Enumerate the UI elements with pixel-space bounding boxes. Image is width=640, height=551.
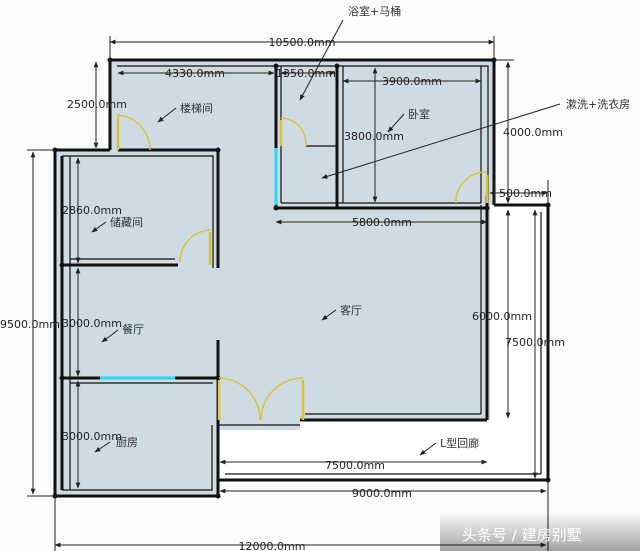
windows xyxy=(100,148,278,380)
room-label-bedroom: 卧室 xyxy=(408,107,430,121)
leader-dining xyxy=(101,329,119,343)
room-label-kitchen: 厨房 xyxy=(116,436,138,449)
room-label-laundry: 漱洗+洗衣房 xyxy=(566,97,630,111)
joint xyxy=(334,63,340,69)
leader-bath xyxy=(299,19,344,101)
inner-wall-line xyxy=(62,155,214,268)
watermark-text: 头条号 / 建房别墅 xyxy=(462,526,582,544)
corridor-floor xyxy=(218,205,548,480)
room-label-corridor: L型回廊 xyxy=(440,436,479,450)
leader-kitchen xyxy=(94,441,111,453)
leader-lines xyxy=(91,19,561,456)
leader-bedroom xyxy=(387,113,405,133)
joint xyxy=(273,63,279,69)
dim-top-overall: 10500.0mm xyxy=(269,36,336,49)
dim-left-stair: 2500.0mm xyxy=(67,98,127,111)
wall-joints xyxy=(52,57,551,499)
dim-left-kitchen: 3000.0mm xyxy=(62,430,122,443)
dim-left-dining: 3000.0mm xyxy=(62,317,122,330)
dim-top-bath: 1350.0mm xyxy=(276,67,336,80)
joint xyxy=(59,375,65,381)
leader-storage xyxy=(91,221,107,233)
door-laundry xyxy=(455,171,488,204)
dim-bedroom-row: 5800.0mm xyxy=(352,216,412,229)
floor-area xyxy=(55,60,548,496)
room-label-storage: 储藏间 xyxy=(110,215,143,229)
door-leaves xyxy=(116,118,489,420)
room-label-bathroom: 浴室+马桶 xyxy=(348,4,401,18)
room-label-stairwell: 楼梯间 xyxy=(180,101,213,115)
leader-laundry xyxy=(321,103,561,179)
joint xyxy=(59,262,65,268)
dim-left-overall: 9500.0mm xyxy=(0,318,60,331)
corridor-wall xyxy=(218,203,550,482)
room-labels: 浴室+马桶 楼梯间 卧室 漱洗+洗衣房 储藏间 餐厅 客厅 厨房 L型回廊 xyxy=(110,4,630,450)
dimension-labels: 10500.0mm 4330.0mm 1350.0mm 3900.0mm 250… xyxy=(0,36,565,551)
room-label-living: 客厅 xyxy=(340,303,362,317)
joint xyxy=(273,205,279,211)
dim-top-stair: 4330.0mm xyxy=(165,67,225,80)
dim-right-upper: 4000.0mm xyxy=(503,126,563,139)
dim-bedroom-height: 3800.0mm xyxy=(344,130,404,143)
inner-wall-line xyxy=(117,65,489,200)
joint xyxy=(215,147,221,153)
inner-wall-line xyxy=(62,425,213,491)
room-label-dining: 餐厅 xyxy=(122,322,144,336)
doors xyxy=(117,114,488,421)
dim-top-bedroom: 3900.0mm xyxy=(382,75,442,88)
dim-right-step: 500.0mm xyxy=(499,187,552,200)
door-kitchen xyxy=(218,377,261,421)
door-bath xyxy=(280,117,307,147)
dim-right-living: 6000.0mm xyxy=(472,310,532,323)
door-storage xyxy=(179,229,211,263)
dim-bottom-corridor: 9000.0mm xyxy=(352,487,412,500)
outer-wall xyxy=(108,58,496,205)
leader-living xyxy=(321,309,337,321)
joint xyxy=(215,493,221,499)
watermark-shade xyxy=(440,512,640,551)
dim-bottom-living: 7500.0mm xyxy=(325,459,385,472)
dim-left-storage: 2860.0mm xyxy=(62,204,122,217)
joint xyxy=(215,375,221,381)
joint xyxy=(484,205,490,211)
dim-bottom-overall: 12000.0mm xyxy=(239,540,306,551)
leader-corridor xyxy=(419,442,437,456)
dim-right-corridor: 7500.0mm xyxy=(505,336,565,349)
door-living xyxy=(260,377,304,421)
leader-stair xyxy=(157,107,177,123)
main-floor xyxy=(55,60,494,496)
inner-wall-lines xyxy=(62,65,542,491)
door-stair xyxy=(117,114,151,151)
